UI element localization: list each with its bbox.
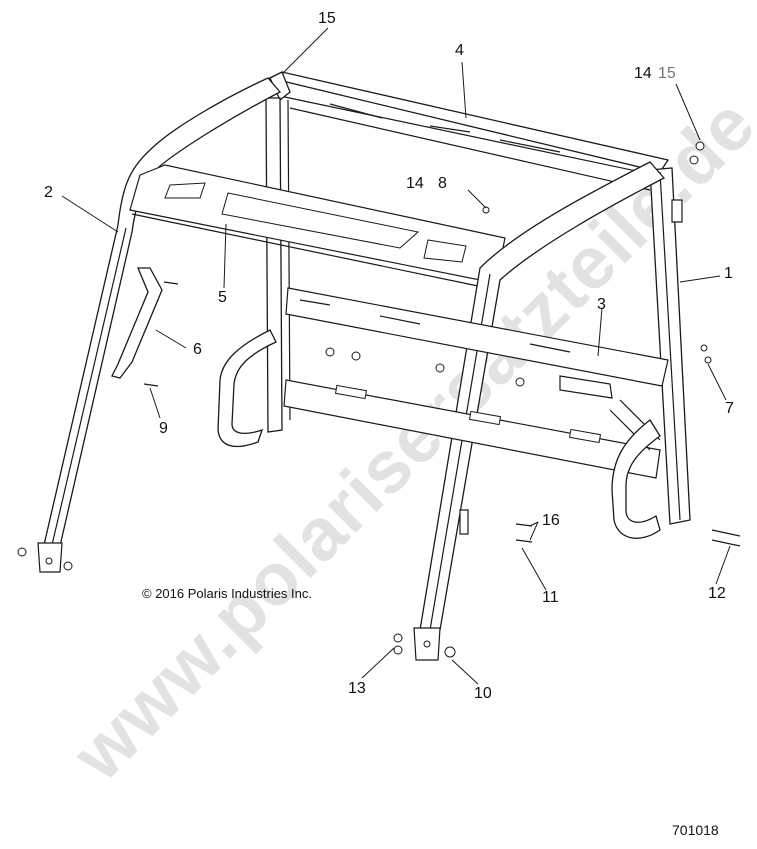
front-header-panel <box>129 164 506 287</box>
drawing-number: 701018 <box>672 822 719 838</box>
rear-left-post <box>265 97 291 433</box>
callout-3: 3 <box>597 296 606 313</box>
callout-14-right: 14 <box>634 65 652 82</box>
left-front-tube <box>37 77 282 573</box>
callout-15-right: 15 <box>658 65 676 82</box>
callout-7: 7 <box>725 400 734 417</box>
fasteners <box>17 141 741 658</box>
top-frame <box>268 71 670 191</box>
grab-loops <box>217 329 661 539</box>
callout-2: 2 <box>44 184 53 201</box>
callout-13: 13 <box>348 680 366 697</box>
callout-5: 5 <box>218 289 227 306</box>
callout-6: 6 <box>193 341 202 358</box>
callout-11: 11 <box>542 589 559 606</box>
callout-1: 1 <box>724 265 733 282</box>
center-front-tube <box>413 161 666 661</box>
callout-4: 4 <box>455 42 464 59</box>
callout-12: 12 <box>708 585 726 602</box>
rear-crossbar-plate <box>283 287 669 479</box>
callout-9: 9 <box>159 420 168 437</box>
callout-8: 8 <box>438 175 447 192</box>
callout-14-mid: 14 <box>406 175 424 192</box>
copyright-notice: © 2016 Polaris Industries Inc. <box>142 586 312 601</box>
callout-16: 16 <box>542 512 560 529</box>
callout-10: 10 <box>474 685 492 702</box>
grab-handle <box>111 267 163 379</box>
right-front-tube <box>649 167 691 525</box>
leader-lines <box>61 27 731 685</box>
callout-15-top: 15 <box>318 10 336 27</box>
